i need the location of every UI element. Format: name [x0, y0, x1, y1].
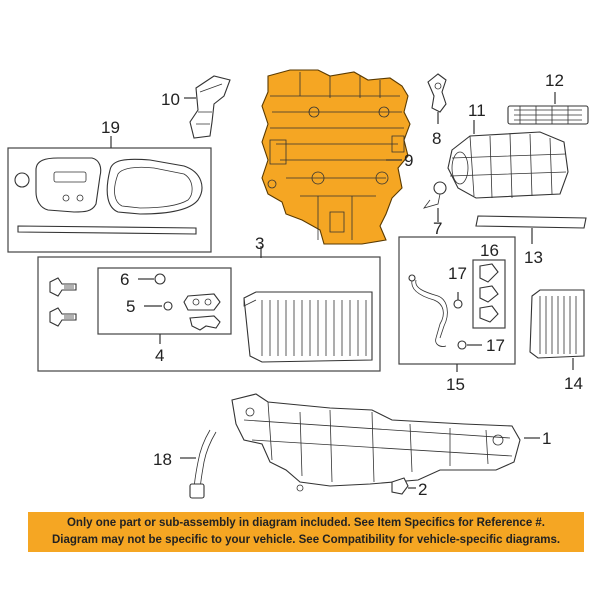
callout-11: 11 [468, 101, 486, 120]
callout-9: 9 [404, 151, 413, 170]
callout-19: 19 [101, 118, 120, 137]
callout-5: 5 [126, 297, 135, 316]
callout-4: 4 [155, 346, 164, 365]
hvac-lower-case-part-1 [231, 393, 521, 492]
callout-17-lower: 17 [486, 336, 505, 355]
callout-16: 16 [480, 241, 499, 260]
heater-core-part-3 [243, 291, 373, 363]
evaporator-module-part-11 [447, 131, 569, 199]
seal-part-5 [163, 301, 173, 311]
disclaimer-line-1: Only one part or sub-assembly in diagram… [66, 517, 546, 529]
group-box-4 [97, 267, 232, 335]
callout-6: 6 [120, 270, 129, 289]
sensor-cable-part-7 [422, 181, 447, 209]
seal-strip-part-13 [475, 215, 587, 229]
callout-2: 2 [418, 480, 427, 499]
tube-part-15 [408, 274, 448, 347]
sensor-part-8 [427, 73, 447, 113]
heater-core-part-14 [529, 289, 585, 359]
callout-7: 7 [433, 219, 442, 238]
bolts [49, 277, 77, 327]
callout-1: 1 [542, 429, 551, 448]
callout-13: 13 [524, 248, 543, 267]
bracket-part-2 [391, 477, 409, 495]
group-box-19 [7, 147, 212, 253]
disclaimer-line-2: Diagram may not be specific to your vehi… [51, 534, 561, 546]
cover-assembly-part-19 [14, 157, 203, 235]
fitting-part-4 [183, 293, 221, 331]
clip-part-17-upper [453, 299, 463, 309]
callout-17-upper: 17 [448, 264, 467, 283]
hose-part-18 [189, 429, 217, 499]
callout-12: 12 [545, 71, 564, 90]
callout-3: 3 [255, 234, 264, 253]
filter-strip-part-12 [507, 105, 589, 125]
group-box-16 [472, 259, 506, 329]
callout-8: 8 [432, 129, 441, 148]
hvac-upper-housing-part-9 [261, 69, 411, 245]
o-ring-part-6 [154, 273, 166, 285]
callout-18: 18 [153, 450, 172, 469]
callout-15: 15 [446, 375, 465, 394]
callout-14: 14 [564, 374, 583, 393]
disclaimer-banner: Only one part or sub-assembly in diagram… [28, 512, 584, 552]
duct-part-10 [189, 75, 231, 139]
clip-part-17-lower [457, 340, 467, 350]
callout-10: 10 [161, 90, 180, 109]
group-box-3 [37, 256, 381, 372]
clips-part-16 [479, 263, 499, 323]
